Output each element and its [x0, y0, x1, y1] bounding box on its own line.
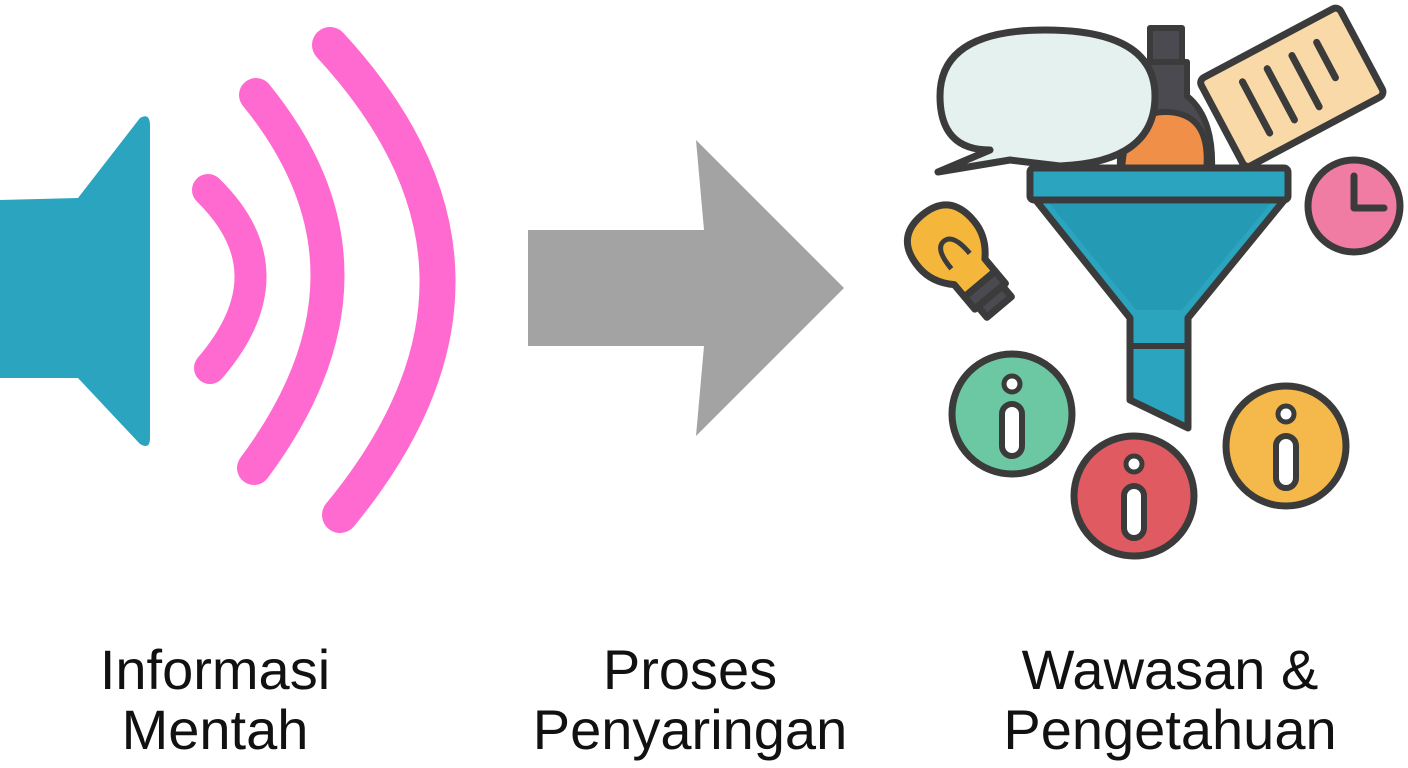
info-icon: [1070, 432, 1198, 560]
info-icon: [948, 350, 1076, 478]
clock-icon: [1304, 156, 1404, 256]
caption-filtering-process-line-1: Proses: [602, 638, 778, 701]
caption-insight-knowledge: Wawasan & Pengetahuan: [960, 640, 1380, 760]
funnel-icon: [1026, 164, 1292, 432]
sound-wave-medium: [237, 78, 345, 485]
speech-bubble-icon: [934, 26, 1159, 176]
document-icon: [1197, 4, 1387, 170]
right-arrow-icon: [528, 140, 844, 436]
caption-raw-information-line-1: Informasi: [99, 638, 331, 701]
caption-insight-knowledge-line-1: Wawasan &: [1021, 638, 1319, 701]
caption-raw-information-line-2: Mentah: [121, 698, 309, 761]
sound-wave-small: [192, 174, 267, 384]
sound-waves-icon: [192, 27, 456, 533]
caption-filtering-process-line-2: Penyaringan: [532, 698, 848, 761]
sound-wave-large: [312, 27, 456, 533]
caption-raw-information: Informasi Mentah: [40, 640, 390, 760]
speaker-icon: [0, 116, 150, 446]
caption-insight-knowledge-line-2: Pengetahuan: [1003, 698, 1337, 761]
lightbulb-icon: [903, 201, 1015, 321]
caption-filtering-process: Proses Penyaringan: [480, 640, 900, 760]
info-icon: [1222, 382, 1350, 510]
